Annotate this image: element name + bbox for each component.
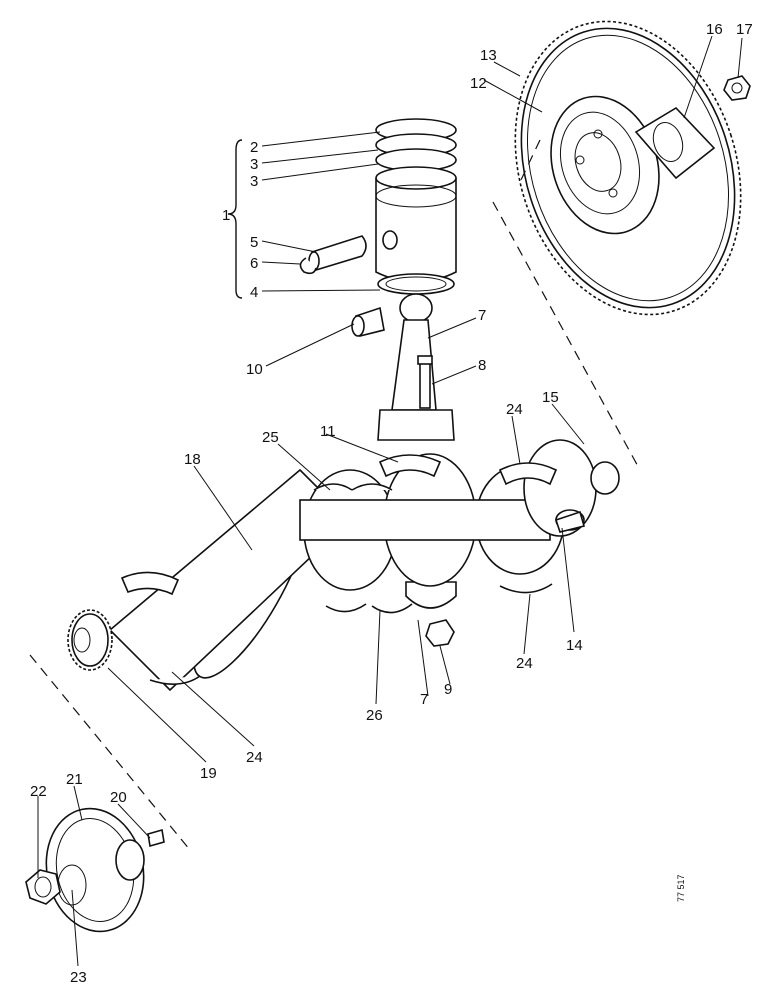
main-bearing-shell-rear [498,462,558,486]
thrust-washer-lower [325,603,367,613]
callout-18: 18 [184,451,201,468]
callout-24-front: 24 [246,749,263,766]
callout-25: 25 [262,429,279,446]
callout-4: 4 [250,284,258,301]
flywheel-nut [723,75,751,101]
timing-gear [67,609,113,671]
small-end-bush [351,306,385,337]
callout-21: 21 [66,771,83,788]
callout-15: 15 [542,389,559,406]
callout-22: 22 [30,783,47,800]
callout-14: 14 [566,637,583,654]
callout-7-lower: 7 [420,691,428,708]
thrust-washer-lower-2 [371,603,413,614]
callout-13: 13 [480,47,497,64]
flywheel [514,20,742,316]
callout-1: 1 [222,207,230,224]
flywheel-plate [634,106,716,180]
pulley-axis-line [29,654,191,851]
callout-11: 11 [320,423,336,440]
callout-3b: 3 [250,173,258,190]
callout-12: 12 [470,75,487,92]
connecting-rod [377,293,455,441]
callout-8: 8 [478,357,486,374]
gudgeon-pin [308,235,367,272]
callout-9: 9 [444,681,452,698]
main-bearing-shell-lower [149,675,201,685]
crankshaft [108,439,620,692]
conrod-cap [405,581,457,647]
crankshaft-pulley [45,807,145,933]
callout-23: 23 [70,969,87,986]
callout-16: 16 [706,21,723,38]
main-bearing-shell-front [120,571,180,596]
callout-3a: 3 [250,156,258,173]
callout-7-upper: 7 [478,307,486,324]
woodruff-key [147,828,165,848]
piston [375,118,457,295]
callout-19: 19 [200,765,217,782]
callout-10: 10 [246,361,263,378]
main-bearing-shell-rear-lower [499,583,553,594]
callout-24-rear-lower: 24 [516,655,533,672]
circlip [299,257,317,275]
callout-2: 2 [250,139,258,156]
leader-lines [37,35,743,967]
callout-5: 5 [250,234,258,251]
callout-6: 6 [250,255,258,272]
thrust-washer-upper [313,483,353,491]
callout-17: 17 [736,21,753,38]
dowel [554,510,585,533]
callout-26: 26 [366,707,383,724]
callout-labels: 1 2 3 3 5 6 4 7 8 10 11 13 12 14 15 16 1… [30,21,753,986]
callout-24-rear-upper: 24 [506,401,523,418]
drawing-reference: 77 517 [676,874,686,902]
pulley-nut [25,869,61,905]
thrust-washer-upper-2 [351,483,393,491]
assembly-brace [227,139,243,299]
flywheel-centre-line [519,139,541,183]
callout-20: 20 [110,789,127,806]
